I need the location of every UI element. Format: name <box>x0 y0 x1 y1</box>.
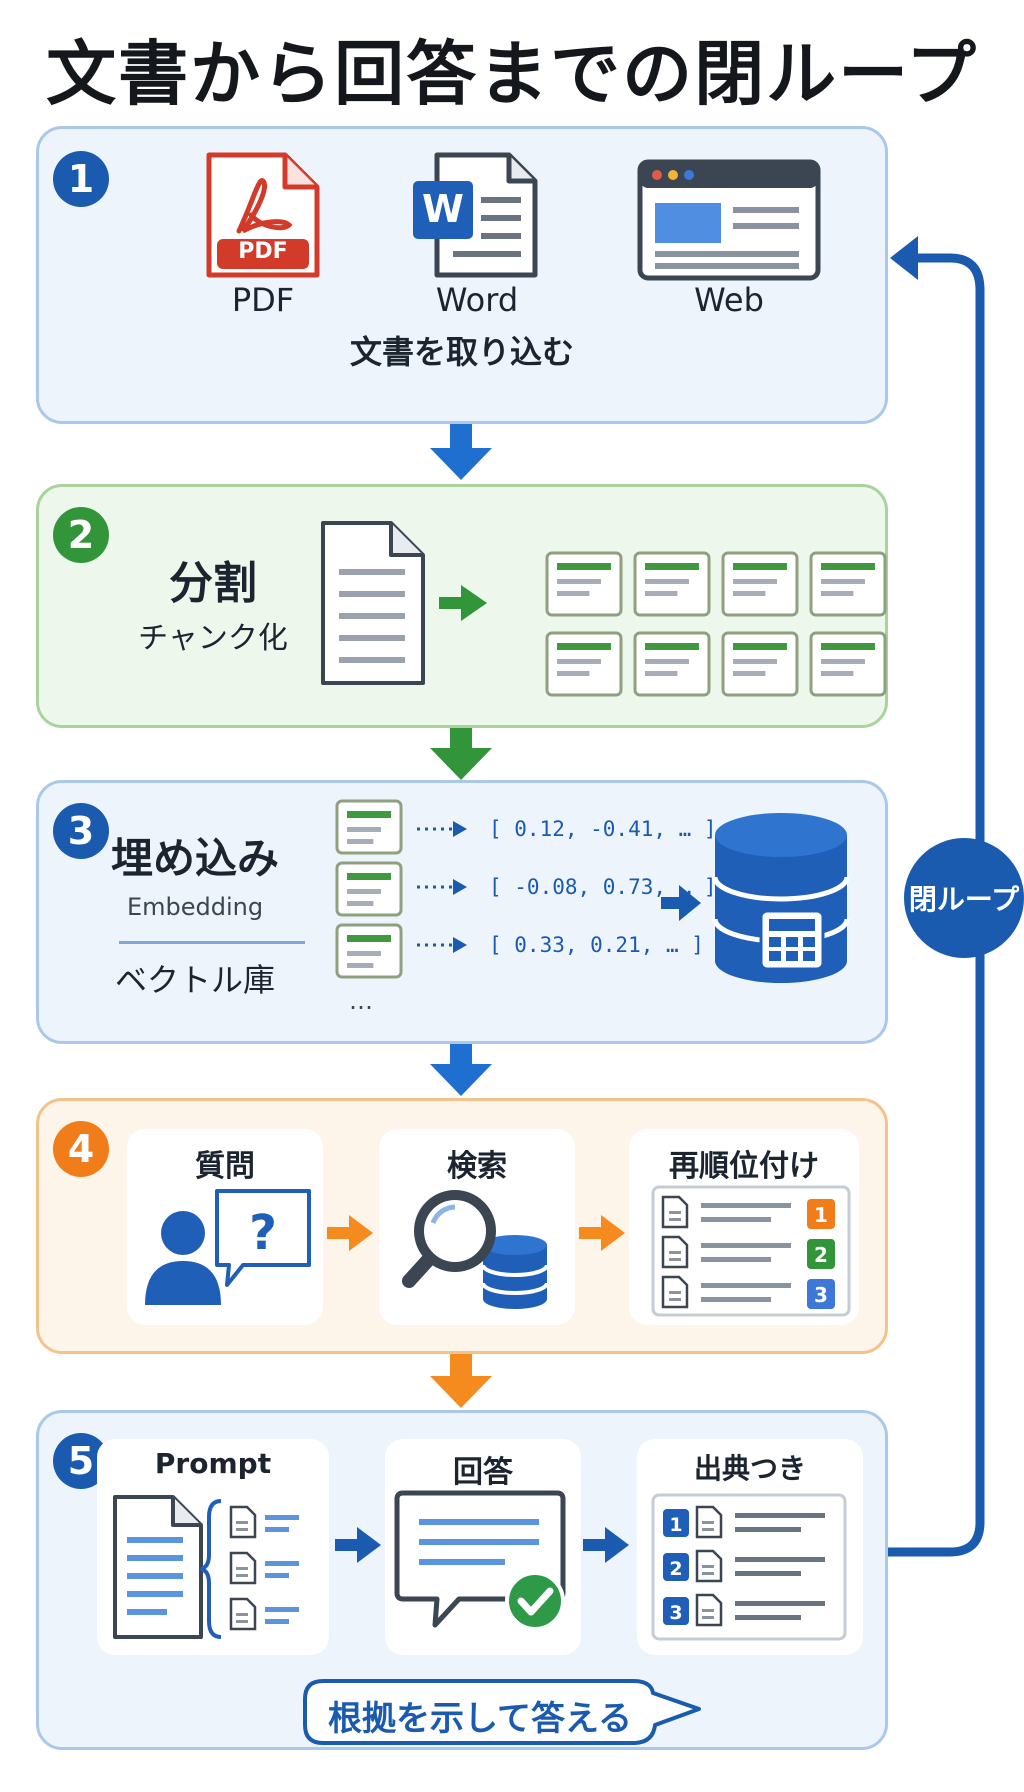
cited-row-2: 2 <box>663 1549 825 1583</box>
chunk-5 <box>545 631 623 697</box>
question-title: 質問 <box>195 1149 255 1184</box>
split-arrow-icon <box>439 585 487 621</box>
cited-row-1: 1 <box>663 1505 825 1539</box>
web-browser-icon <box>637 159 821 281</box>
step4-arrow-2 <box>579 1215 625 1251</box>
prompt-docs-icon <box>113 1495 299 1639</box>
step4-arrow-1 <box>327 1215 373 1251</box>
cited-list-icon: 1 2 3 <box>651 1493 847 1641</box>
rerank-title: 再順位付け <box>669 1149 819 1184</box>
loop-label: 閉ループ <box>908 883 1020 916</box>
rank-number-1: 1 <box>814 1203 828 1227</box>
prompt-chunk-1 <box>229 1505 299 1539</box>
rank-badge <box>807 1239 835 1269</box>
vector-arrow-1 <box>417 821 467 837</box>
step2-panel: 2 分割 チャンク化 <box>36 484 888 728</box>
pdf-file-icon <box>206 152 320 278</box>
prompt-chunk-2 <box>229 1551 299 1585</box>
vector-arrow-3 <box>417 937 467 953</box>
citation-number-2: 2 <box>669 1558 682 1580</box>
word-badge-text: W <box>422 187 464 231</box>
citation-badge <box>663 1509 689 1537</box>
ranked-row-1: 1 <box>661 1195 835 1229</box>
down-arrow-1 <box>430 422 492 480</box>
step2-subtitle: チャンク化 <box>138 621 288 656</box>
word-file-icon <box>413 152 538 278</box>
step3-number: 3 <box>53 803 109 859</box>
step1-panel: 1 PDF W PDF Word Web 文書を取り込む <box>36 126 888 424</box>
chunk-grid <box>545 551 887 697</box>
down-arrow-3 <box>430 1040 492 1096</box>
search-title: 検索 <box>447 1149 507 1184</box>
search-database-icon <box>402 1190 549 1309</box>
step2-number: 2 <box>53 507 109 563</box>
user-question-icon: ? <box>145 1189 311 1305</box>
vector-3: [ 0.33, 0.21, … ] <box>489 933 704 957</box>
chunk-7 <box>721 631 799 697</box>
callout-bubble <box>303 1679 701 1745</box>
step1-caption: 文書を取り込む <box>349 333 574 371</box>
word-label: Word <box>435 281 519 319</box>
cited-title: 出典つき <box>693 1452 806 1485</box>
ranked-list-icon: 1 2 3 <box>651 1185 851 1317</box>
prompt-title: Prompt <box>154 1447 272 1480</box>
step3-divider <box>119 941 305 944</box>
embedding-chunks <box>335 799 403 979</box>
step5-arrow-1 <box>335 1527 381 1563</box>
rank-badge <box>807 1279 835 1309</box>
step4-panel: 4 質問 ? 検索 再順位付け 1 2 3 <box>36 1098 888 1354</box>
step3-subtitle: Embedding <box>126 893 264 921</box>
prompt-chunk-3 <box>229 1597 299 1631</box>
web-label: Web <box>694 281 764 319</box>
vector-arrow-2 <box>417 879 467 895</box>
vector-database-icon <box>712 813 850 983</box>
pdf-label: PDF <box>231 281 295 319</box>
step3-panel: 3 埋め込み Embedding ベクトル庫 … [ 0.12, -0.41, … <box>36 780 888 1044</box>
chunk-3 <box>721 551 799 617</box>
chunk-ellipsis: … <box>349 987 373 1015</box>
chunk-4 <box>809 551 887 617</box>
down-arrow-2 <box>430 724 492 780</box>
step3-title: 埋め込み <box>110 834 279 883</box>
callout-text: 根拠を示して答える <box>328 1699 632 1739</box>
svg-text:?: ? <box>249 1205 277 1261</box>
embedding-chunk-1 <box>335 799 403 855</box>
step4-number: 4 <box>53 1121 109 1177</box>
answer-title: 回答 <box>453 1455 513 1490</box>
pdf-badge-text: PDF <box>238 239 288 264</box>
citation-badge <box>663 1553 689 1581</box>
chunk-2 <box>633 551 711 617</box>
cited-row-3: 3 <box>663 1593 825 1627</box>
rank-badge <box>807 1199 835 1229</box>
ranked-row-2: 2 <box>661 1235 835 1269</box>
step5-arrow-2 <box>583 1527 629 1563</box>
vector-1: [ 0.12, -0.41, … ] <box>489 817 717 841</box>
step3-store-label: ベクトル庫 <box>114 961 275 999</box>
store-arrow-icon <box>661 885 701 921</box>
vector-arrows <box>417 821 467 953</box>
chunk-1 <box>545 551 623 617</box>
source-document-icon <box>321 521 425 685</box>
embedding-chunk-2 <box>335 861 403 917</box>
vector-2: [ -0.08, 0.73, … ] <box>489 875 717 899</box>
answer-check-icon <box>394 1490 566 1631</box>
citation-number-1: 1 <box>669 1514 682 1536</box>
chunk-8 <box>809 631 887 697</box>
page-title: 文書から回答までの閉ループ <box>46 33 978 115</box>
embedding-chunk-3 <box>335 923 403 979</box>
step1-number: 1 <box>53 151 109 207</box>
loop-badge <box>904 838 1024 958</box>
down-arrow-4 <box>430 1350 492 1408</box>
rank-number-3: 3 <box>814 1283 828 1307</box>
step2-title: 分割 <box>169 558 257 609</box>
citation-number-3: 3 <box>669 1602 682 1624</box>
citation-badge <box>663 1597 689 1625</box>
ranked-row-3: 3 <box>661 1275 835 1309</box>
rank-number-2: 2 <box>814 1243 828 1267</box>
chunk-6 <box>633 631 711 697</box>
